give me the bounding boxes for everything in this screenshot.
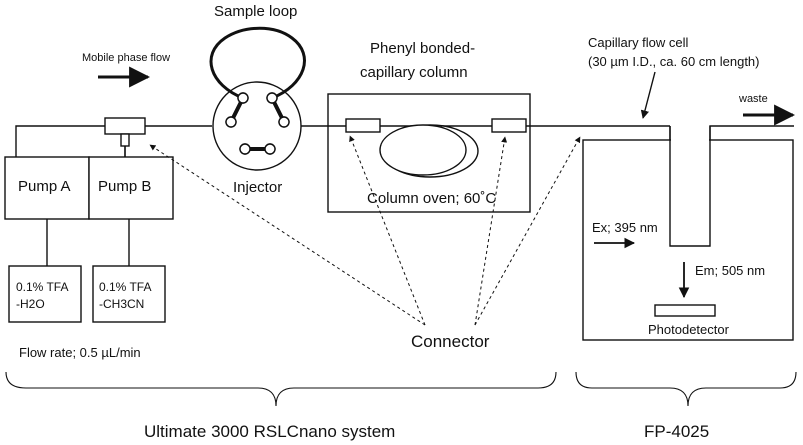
reservoir-b-label-line2: -CH3CN: [99, 297, 144, 311]
tee-connector: [104, 117, 146, 157]
column-inlet-connector: [345, 118, 381, 133]
capillary-flow-cell-label-line2: (30 µm I.D., ca. 60 cm length): [588, 54, 760, 69]
sample-loop: [209, 26, 306, 100]
reservoir-b-label-line1: 0.1% TFA: [99, 280, 151, 294]
excitation-label: Ex; 395 nm: [592, 220, 658, 235]
injector-label: Injector: [233, 179, 282, 196]
system-left-label: Ultimate 3000 RSLCnano system: [144, 422, 395, 441]
photodetector-box: [654, 304, 716, 317]
system-right-label: FP-4025: [644, 422, 709, 441]
flow-cell-mask: [671, 139, 709, 142]
waste-label: waste: [738, 93, 768, 105]
capillary-pointer-arrow: [640, 71, 656, 119]
flow-line-pump-to-tee: [15, 125, 105, 157]
flow-rate-label: Flow rate; 0.5 µL/min: [19, 345, 141, 360]
connector-pointer-tee: [149, 144, 426, 326]
injector-valve: [209, 26, 306, 171]
phenyl-column-label-line1: Phenyl bonded-: [370, 40, 475, 57]
reservoir-a-label-line2: -H2O: [16, 297, 45, 311]
emission-label: Em; 505 nm: [695, 263, 765, 278]
column-oven-label: Column oven; 60˚C: [367, 190, 496, 207]
capillary-flow-cell-label-line1: Capillary flow cell: [588, 35, 689, 50]
connector-label: Connector: [411, 332, 490, 351]
phenyl-column-label-line2: capillary column: [360, 64, 468, 81]
mobile-phase-flow-label: Mobile phase flow: [82, 52, 170, 64]
system-left-brace: [5, 371, 557, 407]
reservoir-a-label-line1: 0.1% TFA: [16, 280, 68, 294]
column-coil-front: [379, 124, 467, 176]
pump-a-label: Pump A: [18, 178, 71, 195]
reservoir-a-box: [8, 265, 82, 323]
sample-loop-label: Sample loop: [214, 3, 297, 20]
pump-b-label: Pump B: [98, 178, 151, 195]
column-outlet-connector: [491, 118, 527, 133]
connector-pointer-column-outlet: [474, 136, 508, 326]
reservoir-b-box: [92, 265, 166, 323]
system-right-brace: [575, 371, 797, 407]
pump-a-box: [4, 156, 90, 220]
flow-cell-tube-over: [669, 126, 711, 247]
pump-b-box: [88, 156, 174, 220]
connector-pointer-column-inlet: [349, 135, 426, 326]
photodetector-label: Photodetector: [648, 322, 730, 337]
